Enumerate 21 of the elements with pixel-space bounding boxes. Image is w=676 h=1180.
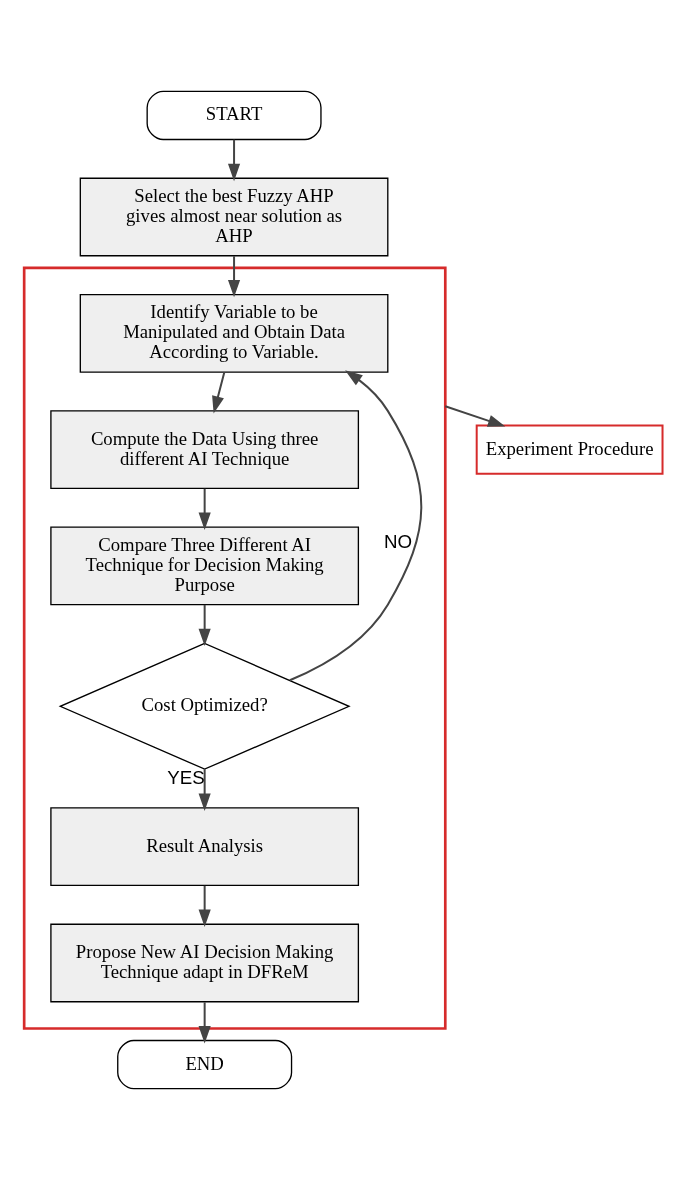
arrow <box>227 139 241 182</box>
node-box: Compare Three Different AI Technique for Decision Making Purpose <box>50 526 360 606</box>
node-box: Propose New AI Decision Making Technique adapt in DFReM <box>50 923 360 1003</box>
node-box: Experiment Procedure <box>475 424 664 475</box>
arrow <box>289 370 423 682</box>
node-box: Identify Variable to be Manipulated and Obtain Data According to Variable. <box>79 293 389 373</box>
arrow <box>227 256 241 298</box>
node-box: START <box>146 90 322 141</box>
arrow <box>198 488 211 530</box>
node-diamond: Cost Optimized? <box>58 642 351 770</box>
edge-label: NO <box>383 531 413 553</box>
node-box: END <box>117 1039 293 1090</box>
node-box: Result Analysis <box>50 807 360 887</box>
arrow <box>444 405 506 427</box>
arrow <box>198 604 211 647</box>
arrow <box>212 372 226 414</box>
arrow <box>198 1002 211 1044</box>
arrow <box>198 769 211 811</box>
node-box: Compute the Data Using three different AI Technique <box>50 410 360 490</box>
arrow <box>198 885 211 928</box>
node-box: Select the best Fuzzy AHP gives almost near solution as AHP <box>79 177 389 257</box>
